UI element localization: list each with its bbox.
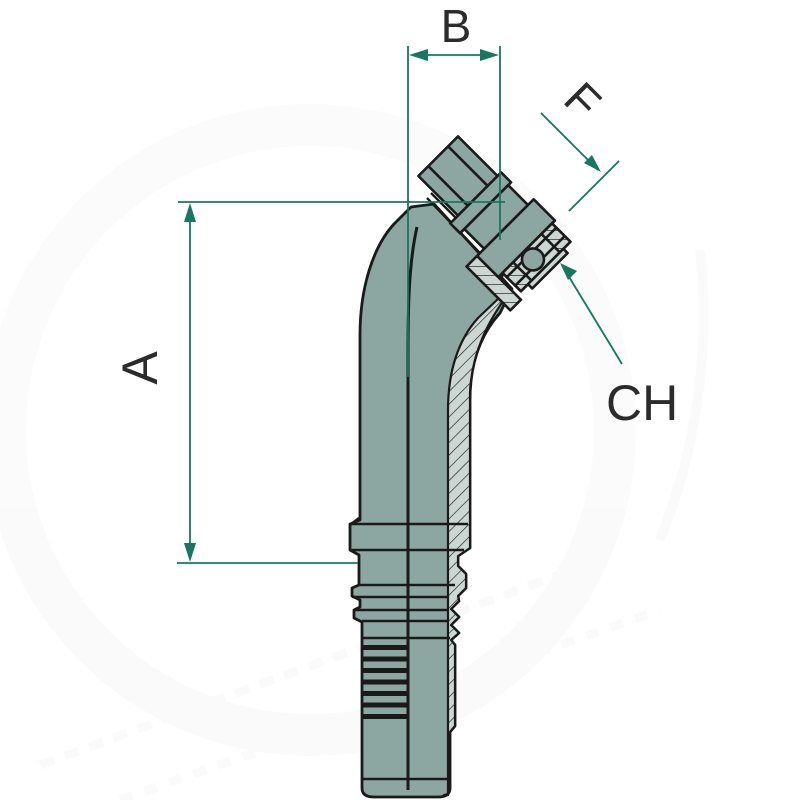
fitting-head (417, 135, 572, 312)
fitting-body (348, 135, 572, 799)
sealing-face-hatch-bottom (501, 260, 533, 293)
hex-facet-line (427, 165, 469, 207)
dimension-b: B (407, 0, 501, 377)
collar-detail-lines (349, 517, 468, 781)
dimension-f: F (540, 72, 620, 212)
face-end-step (526, 247, 569, 290)
dimension-ch: CH (560, 263, 678, 431)
fitting-silhouette (348, 202, 514, 799)
section-wall-hatched (442, 287, 514, 797)
hex-facet-line (447, 145, 489, 187)
dimension-a: A (112, 201, 505, 564)
dimension-label-f: F (554, 72, 611, 129)
shank-ribs (362, 645, 407, 719)
background-watermark (0, 104, 709, 800)
dimension-label-b: B (441, 0, 472, 52)
sealing-face-hatch-top (540, 222, 572, 254)
o-ring (520, 247, 546, 272)
dimension-label-a: A (112, 351, 168, 385)
dimension-label-ch: CH (606, 375, 678, 431)
